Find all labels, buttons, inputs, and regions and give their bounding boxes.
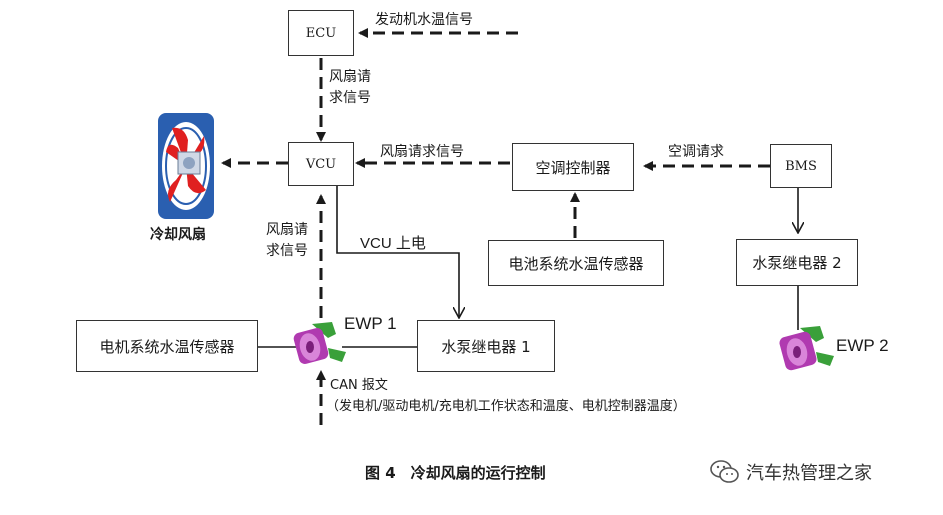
- ewp2-label: EWP 2: [836, 336, 889, 355]
- fan-request-ecu-label-line2: 求信号: [329, 90, 371, 106]
- ewp1-label: EWP 1: [344, 314, 397, 333]
- arrow-vcu-power-to-relay1: [336, 184, 459, 317]
- vcu-box: VCU: [288, 142, 354, 186]
- pump-relay-2-box: 水泵继电器 2: [736, 239, 858, 286]
- fan-request-ac-label: 风扇请求信号: [380, 144, 464, 160]
- wechat-icon: [710, 460, 739, 483]
- can-message-label-line2: （发电机/驱动电机/充电机工作状态和温度、电机控制器温度）: [326, 399, 686, 414]
- bms-box: BMS: [770, 144, 832, 188]
- watermark-text: 汽车热管理之家: [746, 463, 872, 484]
- can-message-label-line1: CAN 报文: [330, 378, 388, 393]
- ac-controller-box: 空调控制器: [512, 143, 634, 191]
- fan-request-ewp-label-line1: 风扇请: [266, 222, 308, 238]
- water-pump-icon: [293, 322, 346, 364]
- fan-request-ewp-label-line2: 求信号: [266, 243, 308, 259]
- cooling-fan-label: 冷却风扇: [150, 227, 206, 243]
- battery-temp-sensor-box: 电池系统水温传感器: [488, 240, 664, 286]
- watermark: 汽车热管理之家: [710, 459, 872, 485]
- engine-temp-signal-label: 发动机水温信号: [375, 12, 473, 28]
- figure-caption: 图 4 冷却风扇的运行控制: [365, 464, 546, 482]
- pump-relay-1-box: 水泵继电器 1: [417, 320, 555, 372]
- ecu-box: ECU: [288, 10, 354, 56]
- vcu-power-on-label: VCU 上电: [360, 235, 426, 252]
- cooling-fan-icon: [158, 113, 214, 219]
- ac-request-label: 空调请求: [668, 144, 724, 160]
- water-pump-icon: [779, 326, 834, 371]
- motor-temp-sensor-box: 电机系统水温传感器: [76, 320, 258, 372]
- fan-request-ecu-label-line1: 风扇请: [329, 69, 371, 85]
